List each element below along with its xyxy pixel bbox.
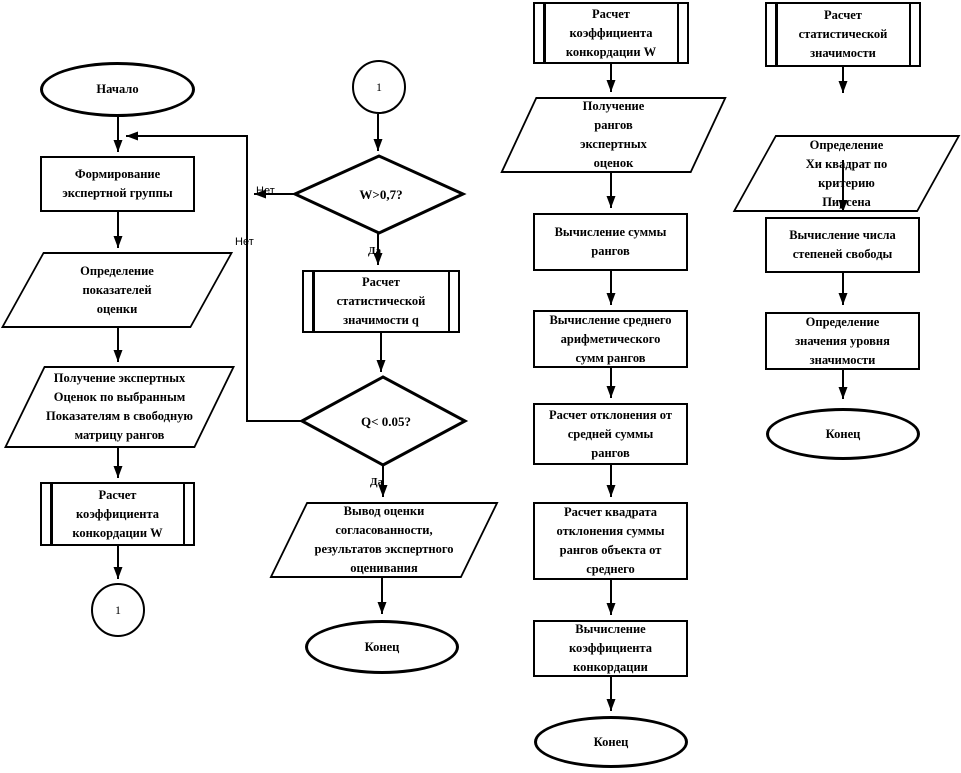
node-label: Начало [96, 82, 139, 96]
node-label: Конец [364, 639, 400, 654]
process-calc-concordance-coef: Вычисление коэффициента конкордации [533, 620, 688, 677]
subroutine-title-calc-concordance-w: Расчет коэффициента конкордации W [533, 2, 689, 64]
process-sum-ranks: Вычисление суммы рангов [533, 213, 688, 271]
node-label: Расчет коэффициента конкордации W [72, 487, 163, 540]
node-label: Вычисление числа степеней свободы [789, 228, 896, 261]
subroutine-stripe-right [676, 4, 679, 62]
node-label: Определение Хи квадрат по критерию Пирсе… [805, 137, 888, 209]
node-label: Расчет отклонения от средней суммы ранго… [548, 407, 672, 460]
terminator-start: Начало [40, 62, 195, 117]
subroutine-stripe-left [312, 272, 315, 331]
node-label: Определение значения уровня значимости [795, 314, 890, 367]
decision-q-lt-0-05 [298, 375, 469, 467]
subroutine-stripe-right [908, 4, 911, 65]
branch-label-yes-w: Да [368, 245, 382, 257]
io-collect-expert-scores: Получение экспертных Оценок по выбранным… [4, 366, 235, 448]
node-label: Конец [593, 734, 629, 749]
node-label: Формирование экспертной группы [62, 167, 173, 200]
connector-1-bottom: 1 [91, 583, 145, 637]
node-label: 1 [376, 80, 382, 94]
node-label: Вычисление суммы рангов [554, 225, 667, 258]
subroutine-stripe-left [50, 484, 53, 544]
terminator-end-w-subroutine: Конец [534, 716, 688, 768]
io-get-expert-ranks: Получение рангов экспертных оценок [500, 97, 727, 173]
node-label: Получение экспертных Оценок по выбранным… [46, 371, 193, 442]
subroutine-stripe-right [182, 484, 185, 544]
decision-w-gt-0-7 [291, 154, 467, 235]
process-significance-level: Определение значения уровня значимости [765, 312, 920, 370]
subroutine-calc-concordance-w: Расчет коэффициента конкордации W [40, 482, 195, 546]
node-label: Расчет квадрата отклонения суммы рангов … [556, 505, 665, 576]
subroutine-stripe-left [543, 4, 546, 62]
decision-q-label: Q< 0.05? [361, 414, 411, 429]
connector-1-top: 1 [352, 60, 406, 114]
io-chi-square-pearson: Определение Хи квадрат по критерию Пирсе… [732, 135, 961, 212]
process-average-sum-ranks: Вычисление среднего арифметического сумм… [533, 310, 688, 368]
branch-label-yes-q: Да [370, 476, 384, 488]
node-label: Вычисление среднего арифметического сумм… [549, 312, 672, 365]
node-label: Расчет статистической значимости q [336, 275, 426, 327]
io-output-results: Вывод оценки согласованности, результато… [269, 502, 499, 578]
subroutine-stripe-right [447, 272, 450, 331]
node-label: Конец [825, 426, 861, 441]
process-form-expert-group: Формирование экспертной группы [40, 156, 195, 212]
terminator-end-main: Конец [305, 620, 459, 674]
node-label: Расчет статистической значимости [798, 8, 888, 60]
node-label: Вывод оценки согласованности, результато… [314, 504, 454, 575]
subroutine-stripe-left [775, 4, 778, 65]
node-label: Расчет коэффициента конкордации W [565, 6, 657, 59]
process-squared-deviation: Расчет квадрата отклонения суммы рангов … [533, 502, 688, 580]
node-label: 1 [115, 603, 121, 617]
subroutine-title-calc-significance: Расчет статистической значимости [765, 2, 921, 67]
branch-label-no-w: Нет [256, 185, 275, 197]
subroutine-calc-significance-q: Расчет статистической значимости q [302, 270, 460, 333]
node-label: Определение показателей оценки [80, 263, 154, 316]
io-define-indicators: Определение показателей оценки [0, 252, 234, 328]
branch-label-no-q: Нет [235, 236, 254, 248]
node-label: Получение рангов экспертных оценок [580, 99, 647, 170]
node-label: Вычисление коэффициента конкордации [569, 622, 652, 674]
decision-w-label: W>0,7? [359, 187, 402, 202]
terminator-end-sig-subroutine: Конец [766, 408, 920, 460]
process-degrees-of-freedom: Вычисление числа степеней свободы [765, 217, 920, 273]
process-deviation-from-mean: Расчет отклонения от средней суммы ранго… [533, 403, 688, 465]
